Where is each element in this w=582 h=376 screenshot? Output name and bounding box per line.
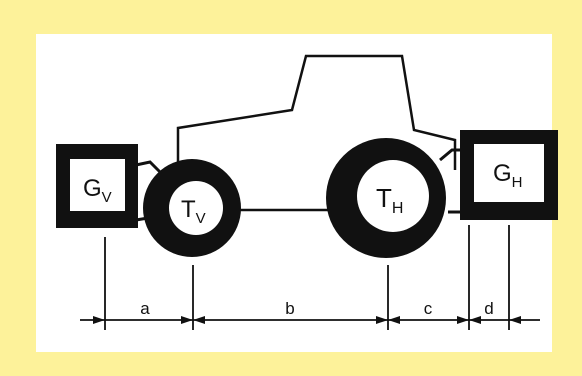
rear-linkage	[439, 148, 462, 162]
rear-wheel	[326, 138, 446, 258]
dimension-label-d: d	[484, 299, 493, 318]
dimension-label-c: c	[424, 299, 433, 318]
front-weight-label: GV	[83, 175, 112, 206]
dimension-arrows	[93, 316, 521, 324]
dimension-label-b: b	[285, 299, 294, 318]
rear-ballast-weight	[460, 130, 558, 220]
tractor-body-outline	[176, 54, 457, 170]
front-ballast-weight	[56, 144, 138, 228]
front-wheel	[143, 159, 241, 257]
front-tire-label: TV	[181, 196, 206, 227]
rear-tire-label: TH	[376, 183, 403, 217]
rear-weight-label: GH	[493, 160, 523, 191]
dimension-label-a: a	[140, 299, 150, 318]
front-linkage	[135, 160, 162, 174]
